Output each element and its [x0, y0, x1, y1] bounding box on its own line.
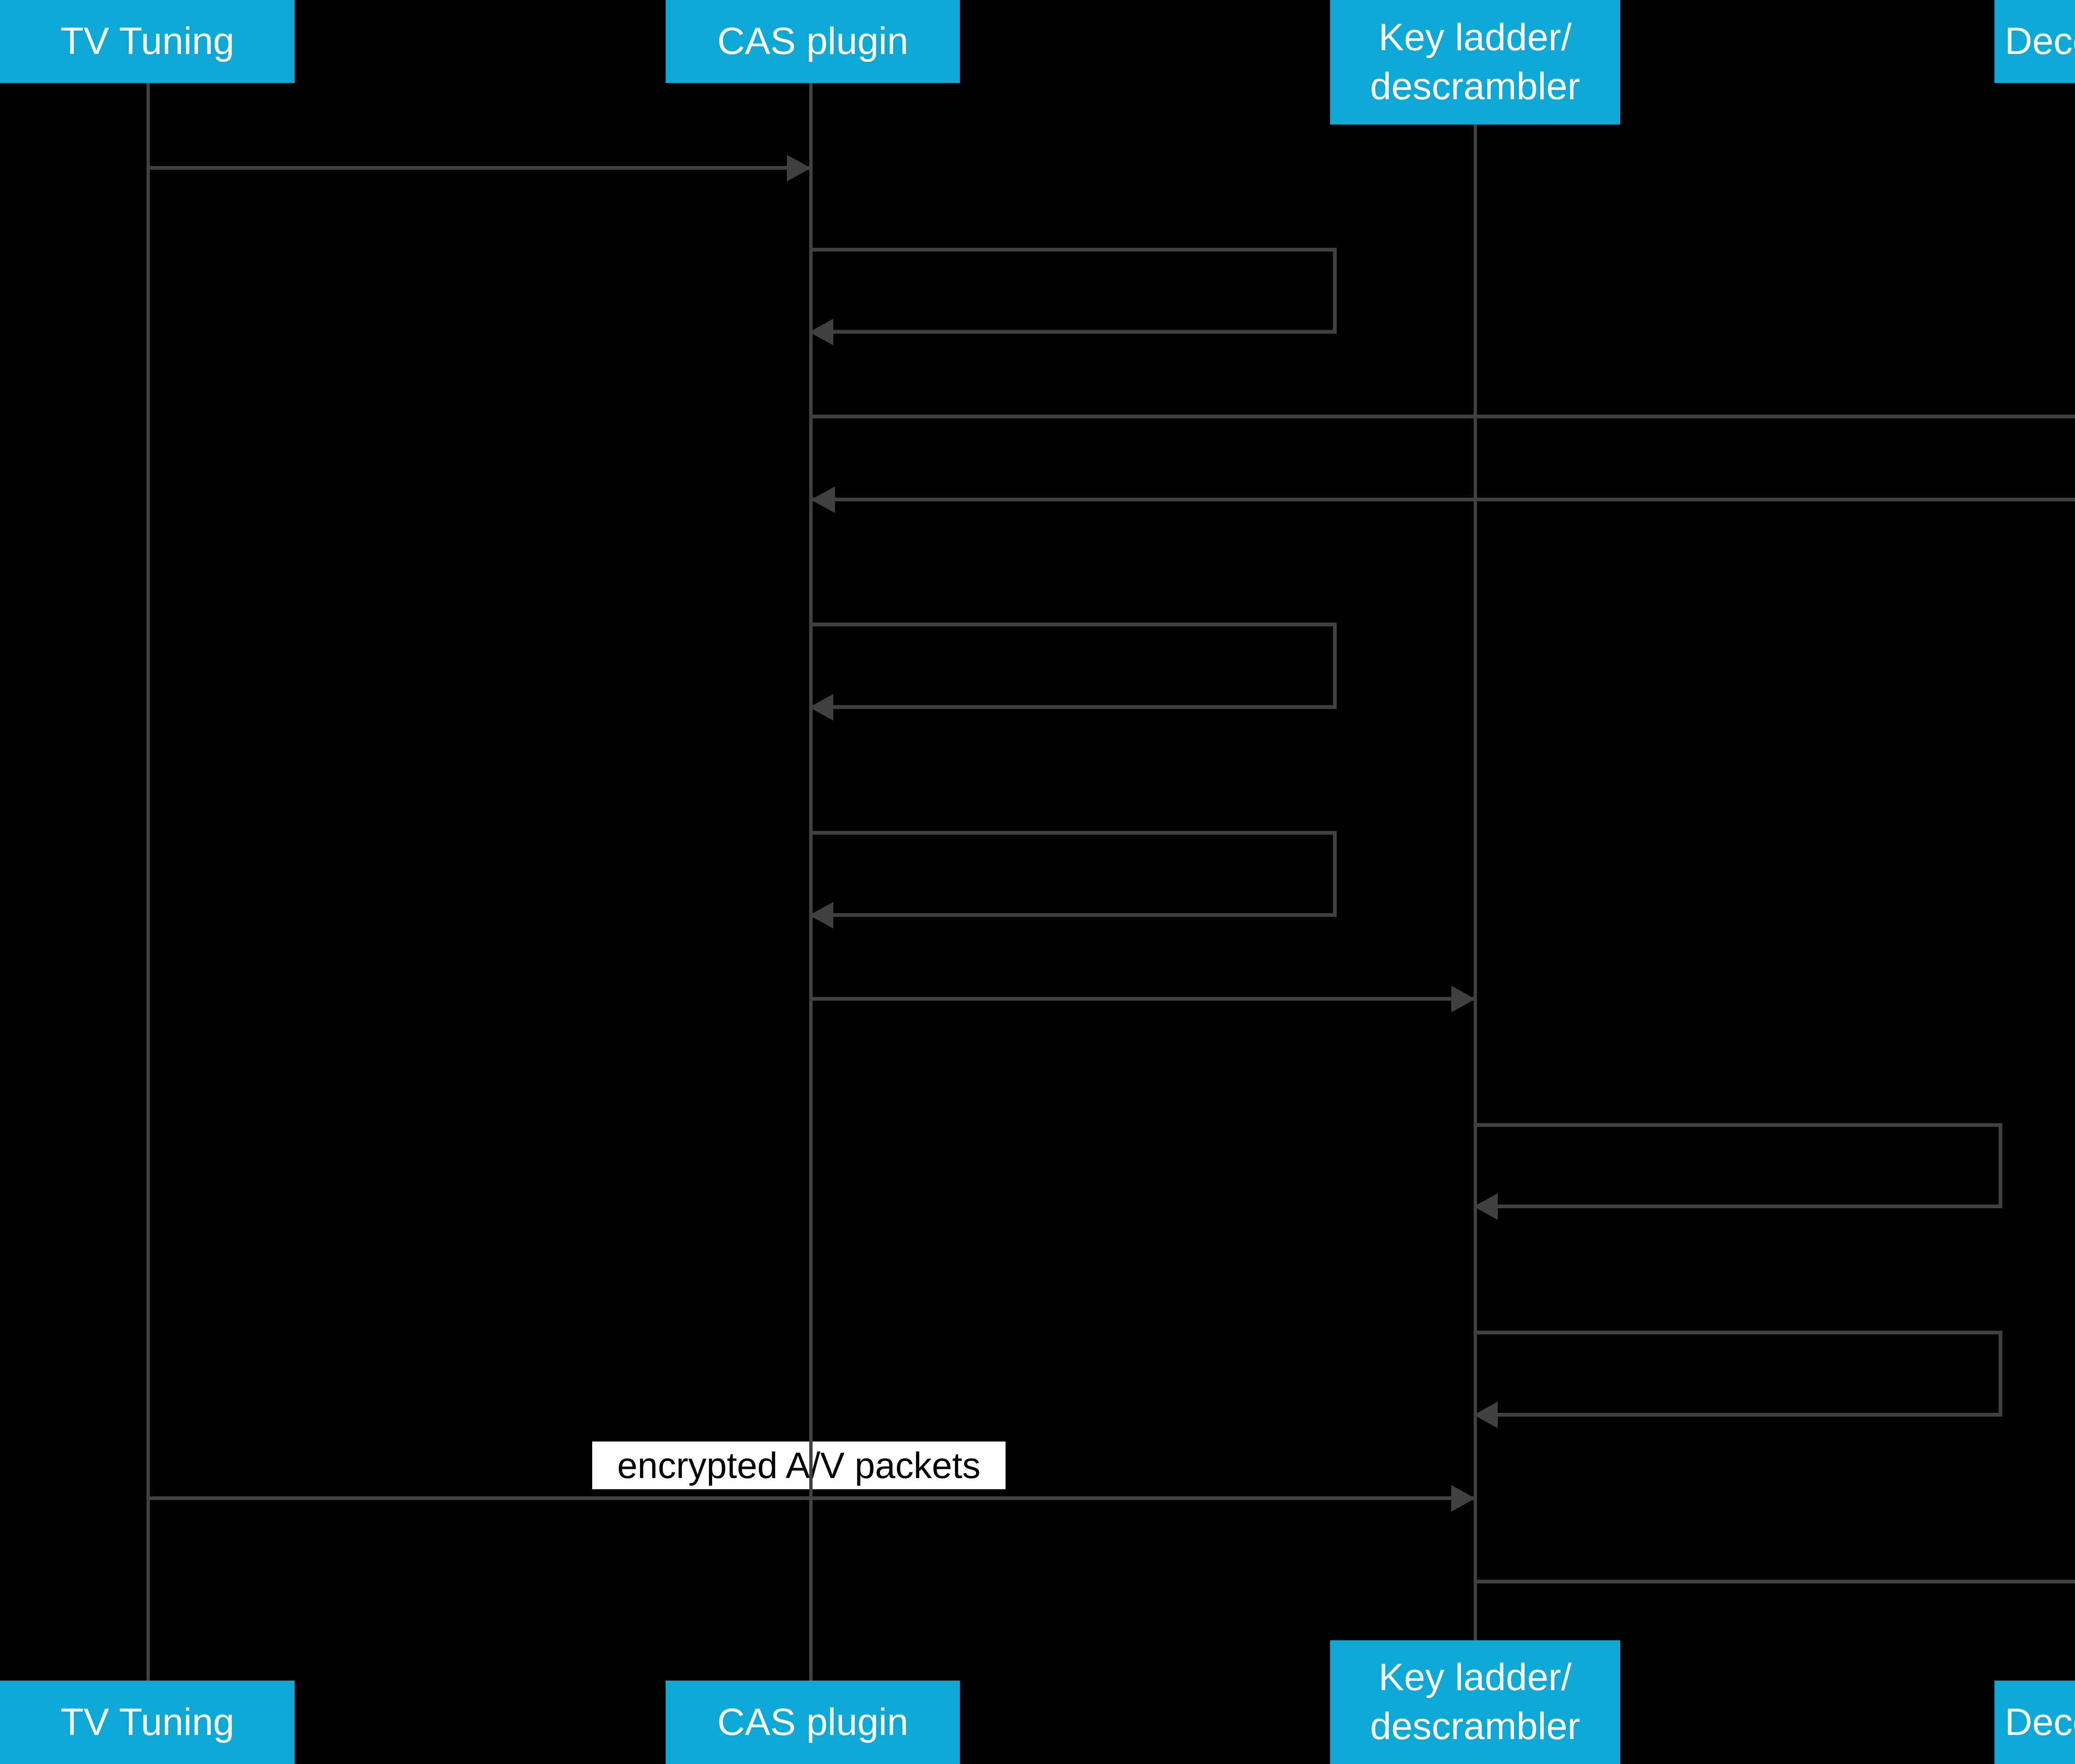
- actor-top-box-tv-tuning: TV Tuning: [0, 0, 295, 83]
- lifeline-key-ladder-descrambler: [1474, 125, 1477, 1640]
- actor-label: TV Tuning: [60, 1700, 234, 1743]
- lifeline-tv-tuning: [146, 83, 150, 1681]
- self-loop-right-line: [1333, 623, 1337, 709]
- actor-label: Key ladder/ descrambler: [1370, 16, 1580, 108]
- actor-bottom-box-tv-tuning: TV Tuning: [0, 1681, 295, 1764]
- actor-bottom-box-cas-plugin: CAS plugin: [666, 1681, 960, 1764]
- self-loop-bottom-line: [811, 705, 1337, 709]
- self-loop-right-line: [1333, 248, 1337, 334]
- actor-top-box-decode-display: Decode, display: [1994, 0, 2075, 83]
- arrowhead: [1474, 1193, 1498, 1220]
- message-line: [811, 997, 1475, 1001]
- lifeline-cas-plugin: [809, 83, 813, 1681]
- message-line: [811, 415, 2075, 418]
- actor-label: Decode, display: [2004, 20, 2075, 63]
- self-loop-top-line: [811, 623, 1337, 626]
- actor-top-box-cas-plugin: CAS plugin: [666, 0, 960, 83]
- self-loop-right-line: [1999, 1123, 2002, 1208]
- message-label: encrypted A/V packets: [592, 1441, 1006, 1489]
- arrowhead: [1451, 1485, 1475, 1512]
- arrowhead: [1451, 986, 1475, 1012]
- actor-bottom-box-decode-display: Decode, display: [1994, 1681, 2075, 1764]
- self-loop-top-line: [811, 248, 1337, 252]
- actor-label: TV Tuning: [60, 20, 234, 63]
- actor-label: Decode, display: [2004, 1700, 2075, 1743]
- self-loop-bottom-line: [1475, 1413, 2002, 1417]
- arrowhead: [809, 319, 833, 345]
- arrowhead: [809, 694, 833, 721]
- actor-label: Key ladder/ descrambler: [1370, 1656, 1580, 1747]
- actor-top-box-key-ladder-descrambler: Key ladder/ descrambler: [1330, 0, 1620, 125]
- actor-label: CAS plugin: [717, 20, 908, 63]
- message-line: [148, 166, 811, 170]
- self-loop-top-line: [1475, 1331, 2002, 1334]
- arrowhead: [809, 902, 833, 928]
- message-line: [1475, 1580, 2075, 1583]
- arrowhead: [787, 155, 811, 181]
- self-loop-right-line: [1333, 831, 1337, 917]
- message-line: [811, 498, 2075, 501]
- self-loop-top-line: [1475, 1123, 2002, 1127]
- actor-label: CAS plugin: [717, 1700, 908, 1743]
- self-loop-bottom-line: [811, 913, 1337, 917]
- message-line: [148, 1496, 1475, 1500]
- self-loop-bottom-line: [811, 330, 1337, 334]
- arrowhead: [1474, 1402, 1498, 1428]
- arrowhead: [811, 486, 835, 513]
- self-loop-right-line: [1999, 1331, 2002, 1417]
- self-loop-top-line: [811, 831, 1337, 835]
- self-loop-bottom-line: [1475, 1205, 2002, 1208]
- actor-bottom-box-key-ladder-descrambler: Key ladder/ descrambler: [1330, 1640, 1620, 1764]
